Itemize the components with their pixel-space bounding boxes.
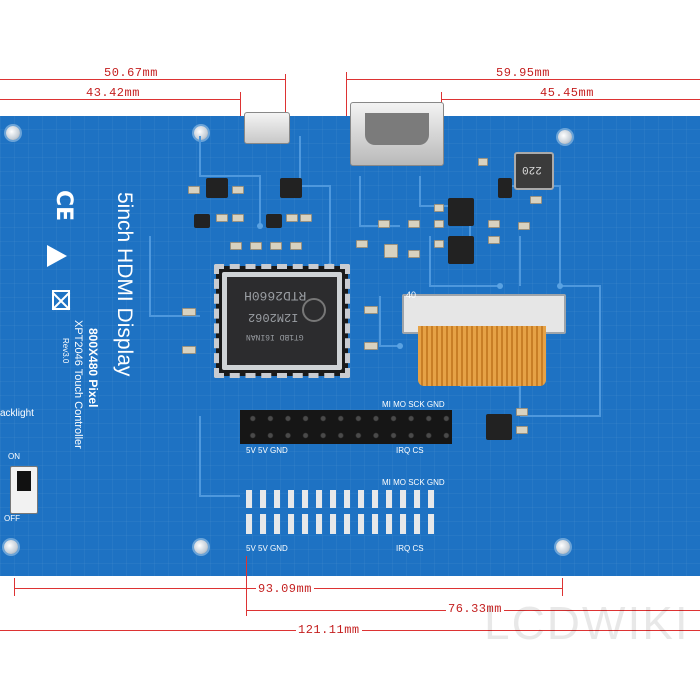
smd-resistor bbox=[300, 214, 312, 222]
backlight-switch[interactable] bbox=[10, 466, 38, 514]
esd-warning-icon bbox=[47, 245, 67, 267]
dim-bottom-outer: 121.11mm bbox=[296, 623, 362, 637]
power-ic bbox=[280, 178, 302, 198]
smd-capacitor bbox=[188, 186, 200, 194]
strip-bottom-right-label: IRQ CS bbox=[396, 544, 424, 553]
board-revision: Rev3.0 bbox=[61, 338, 70, 364]
strip-top-label: MI MO SCK GND bbox=[382, 478, 445, 487]
dim-tick bbox=[240, 92, 241, 116]
smd-resistor bbox=[232, 214, 244, 222]
gpio-header bbox=[240, 410, 452, 444]
solder-pad-strip bbox=[244, 490, 436, 534]
weee-bin-icon bbox=[51, 290, 71, 311]
switch-off-label: OFF bbox=[4, 514, 20, 523]
smd-resistor bbox=[216, 214, 228, 222]
eeprom-ic bbox=[448, 198, 474, 226]
dim-line-top-left-outer bbox=[0, 79, 285, 80]
regulator-ic bbox=[194, 214, 210, 228]
transistor bbox=[498, 178, 512, 198]
mounting-hole bbox=[194, 126, 208, 140]
hdmi-port bbox=[350, 102, 444, 166]
smd-resistor bbox=[434, 240, 444, 248]
dim-line-top-left-inner bbox=[0, 99, 240, 100]
smd-resistor bbox=[516, 426, 528, 434]
smd-resistor bbox=[356, 240, 368, 248]
fpc-ribbon-cable bbox=[418, 326, 546, 386]
dim-tick bbox=[14, 578, 15, 596]
eeprom-ic bbox=[448, 236, 474, 264]
backlight-label: acklight bbox=[0, 408, 34, 419]
smd-resistor bbox=[516, 408, 528, 416]
smd-resistor bbox=[230, 242, 242, 250]
mounting-hole bbox=[6, 126, 20, 140]
smd-resistor bbox=[530, 196, 542, 204]
scaler-chip: RTD2660H I2M2062 GT1BD I6INAN bbox=[214, 264, 350, 378]
smd-resistor bbox=[270, 242, 282, 250]
dim-tick bbox=[246, 556, 247, 616]
smd-resistor bbox=[434, 220, 444, 228]
smd-resistor bbox=[182, 308, 196, 316]
smd-resistor bbox=[408, 250, 420, 258]
strip-bottom-left-label: 5V 5V GND bbox=[246, 544, 288, 553]
smd-resistor bbox=[250, 242, 262, 250]
touch-controller-ic bbox=[486, 414, 512, 440]
smd-capacitor bbox=[384, 244, 398, 258]
regulator-ic bbox=[266, 214, 282, 228]
mounting-hole bbox=[4, 540, 18, 554]
pcb-board: 220 5inch HDMI Display 800X480 Pixel XPT… bbox=[0, 102, 700, 576]
dim-tick bbox=[285, 74, 286, 116]
dim-top-left-inner: 43.42mm bbox=[86, 86, 140, 100]
fpc-pin-label: 40 bbox=[406, 290, 417, 300]
dim-tick bbox=[346, 72, 347, 116]
smd-capacitor bbox=[232, 186, 244, 194]
header-bottom-left-label: 5V 5V GND bbox=[246, 446, 288, 455]
smd-resistor bbox=[182, 346, 196, 354]
board-resolution: 800X480 Pixel bbox=[86, 328, 100, 408]
dim-bottom-inner: 93.09mm bbox=[256, 582, 314, 596]
chip-marking: I2M2062 bbox=[248, 310, 299, 324]
watermark: LCDWIKI bbox=[484, 597, 690, 649]
board-title: 5inch HDMI Display bbox=[113, 192, 136, 377]
circuit-traces bbox=[149, 136, 601, 497]
inductor-label: 220 bbox=[522, 163, 542, 175]
board-controller: XPT2046 Touch Controller bbox=[72, 320, 84, 449]
micro-usb-port bbox=[244, 112, 290, 144]
dim-bottom-mid: 76.33mm bbox=[446, 602, 504, 616]
dim-line-top-right-outer bbox=[346, 79, 700, 80]
chip-logo-icon bbox=[302, 298, 326, 322]
header-bottom-right-label: IRQ CS bbox=[396, 446, 424, 455]
dim-top-left-outer: 50.67mm bbox=[104, 66, 158, 80]
header-top-label: MI MO SCK GND bbox=[382, 400, 445, 409]
switch-on-label: ON bbox=[8, 452, 20, 461]
smd-resistor bbox=[478, 158, 488, 166]
smd-resistor bbox=[518, 222, 530, 230]
smd-resistor bbox=[488, 236, 500, 244]
dim-tick bbox=[562, 578, 563, 596]
dim-top-right-outer: 59.95mm bbox=[496, 66, 550, 80]
inductor: 220 bbox=[514, 152, 554, 190]
chip-marking: RTD2660H bbox=[244, 288, 307, 303]
smd-resistor bbox=[378, 220, 390, 228]
smd-resistor bbox=[488, 220, 500, 228]
dim-top-right-inner: 45.45mm bbox=[540, 86, 594, 100]
smd-resistor bbox=[434, 204, 444, 212]
smd-resistor bbox=[364, 306, 378, 314]
dim-line-top-right-inner bbox=[441, 99, 700, 100]
chip-marking: GT1BD I6INAN bbox=[246, 332, 304, 341]
switch-knob[interactable] bbox=[17, 471, 31, 491]
ce-mark: CE bbox=[51, 190, 76, 222]
smd-resistor bbox=[290, 242, 302, 250]
smd-resistor bbox=[364, 342, 378, 350]
mounting-hole bbox=[556, 540, 570, 554]
smd-resistor bbox=[286, 214, 298, 222]
mounting-hole bbox=[194, 540, 208, 554]
power-ic bbox=[206, 178, 228, 198]
smd-resistor bbox=[408, 220, 420, 228]
mounting-hole bbox=[558, 130, 572, 144]
